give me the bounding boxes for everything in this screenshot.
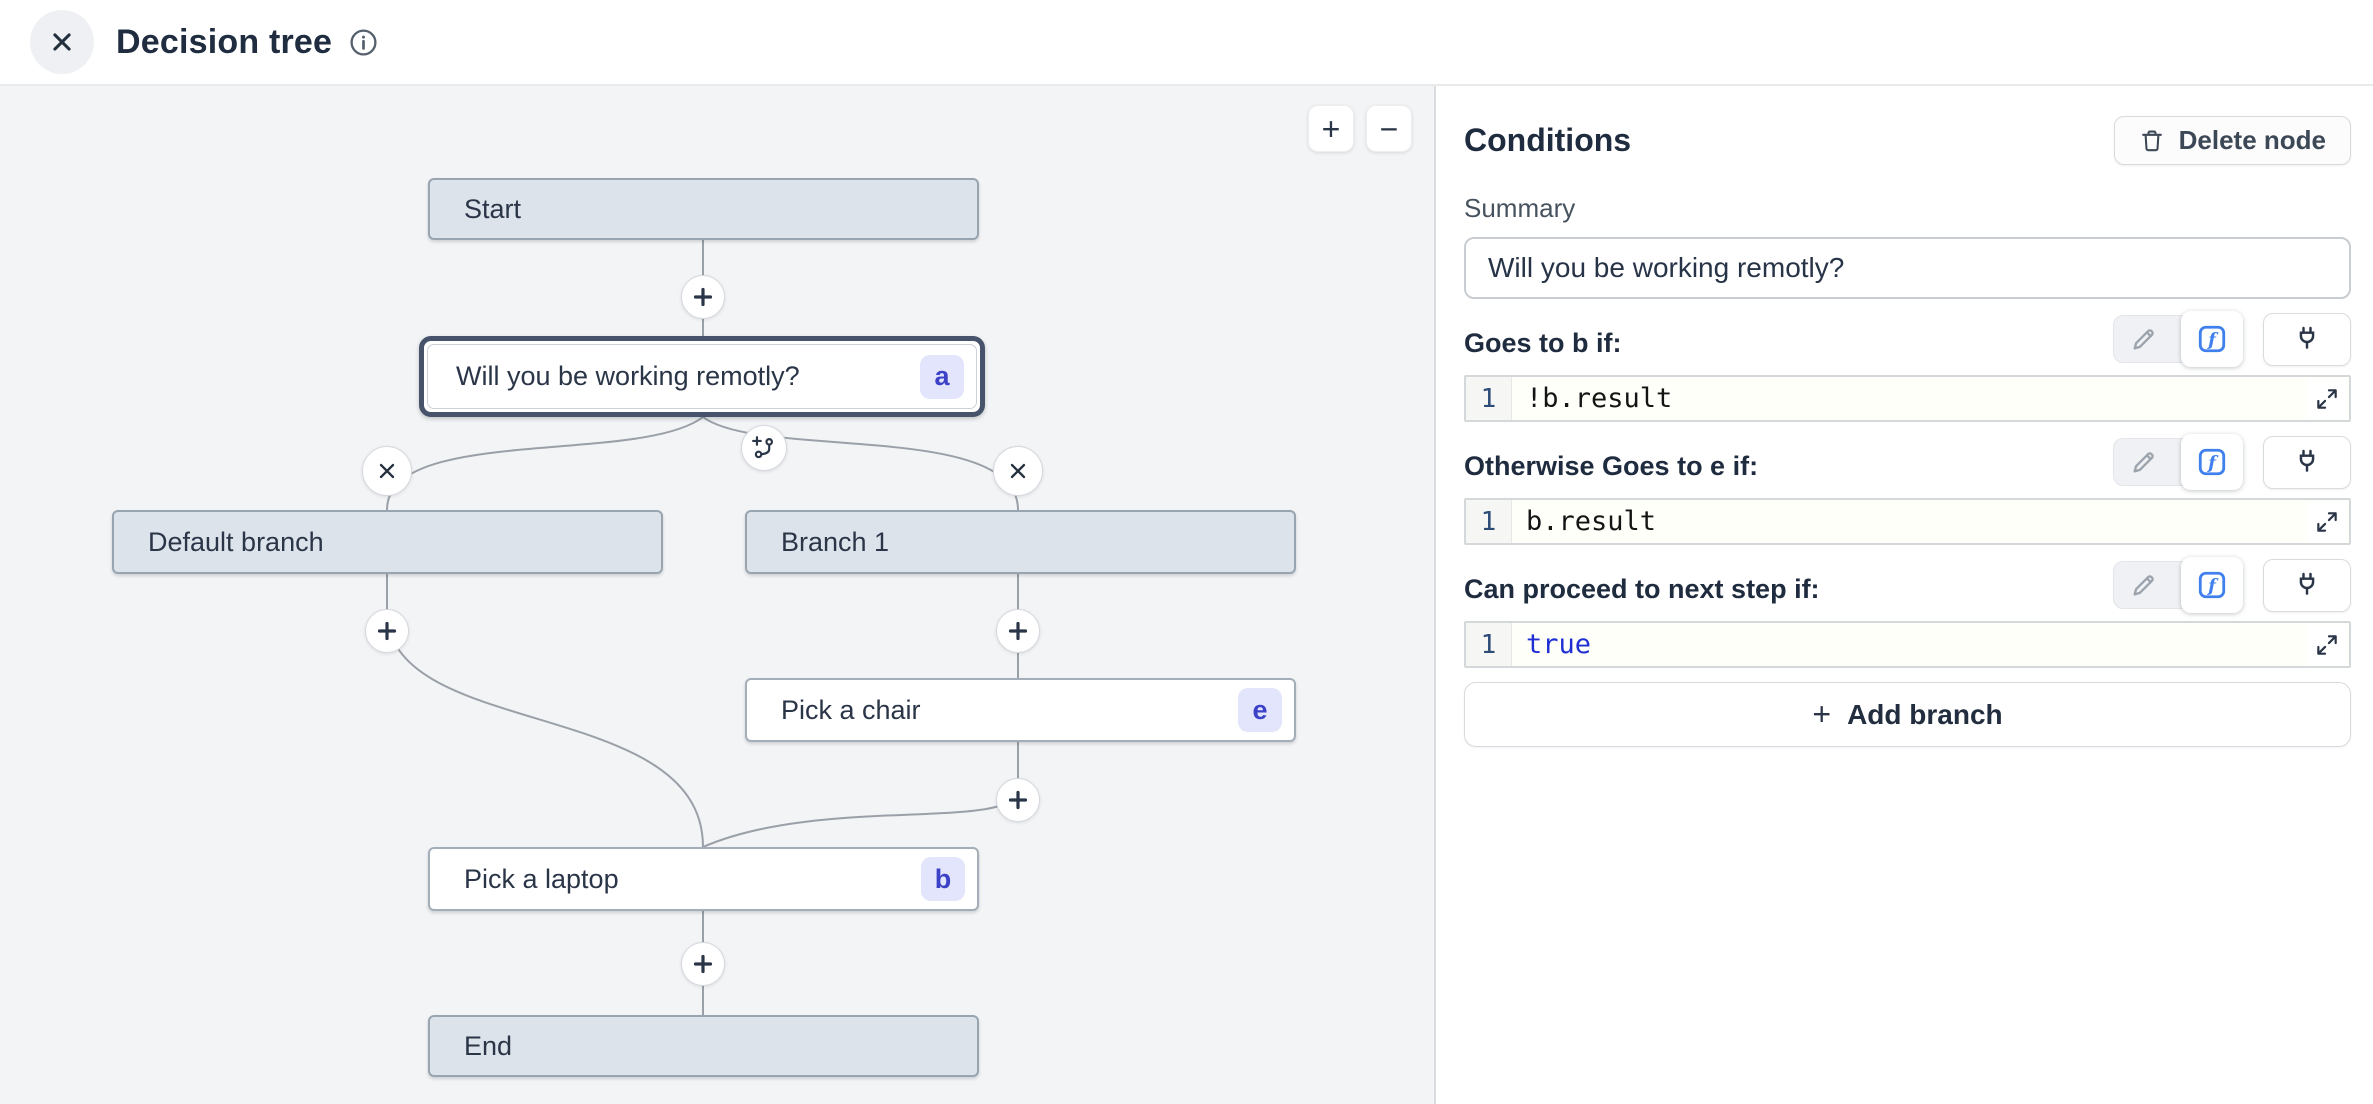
function-icon: f <box>2196 323 2228 355</box>
editor-mode-toggle: f <box>2113 557 2351 613</box>
node-badge: b <box>921 857 965 901</box>
edit-mode-button[interactable] <box>2130 571 2158 599</box>
plug-icon <box>2293 571 2321 599</box>
condition-expression: b.result <box>1526 506 1657 537</box>
node-default-branch[interactable]: Default branch <box>112 510 663 574</box>
remove-branch-button[interactable] <box>993 446 1043 496</box>
info-icon[interactable] <box>348 27 379 58</box>
top-bar: Decision tree <box>0 0 2373 86</box>
condition-expression: true <box>1526 629 1592 660</box>
node-badge: a <box>920 354 964 399</box>
connect-data-button[interactable] <box>2263 558 2351 612</box>
pencil-icon <box>2130 448 2158 476</box>
formula-mode-button[interactable]: f <box>2181 434 2243 490</box>
add-branch-node-button[interactable] <box>741 425 787 471</box>
plus-icon <box>375 619 399 643</box>
connect-data-button[interactable] <box>2263 435 2351 489</box>
add-step-button[interactable] <box>996 609 1040 653</box>
plug-icon <box>2293 448 2321 476</box>
node-label: Pick a chair <box>781 694 921 725</box>
flow-canvas[interactable]: Start Will you be working remotly? a Def… <box>0 86 1436 1104</box>
expand-icon <box>2314 509 2340 535</box>
condition-group-header: Can proceed to next step if: f <box>1464 557 2351 613</box>
formula-mode-button[interactable]: f <box>2181 311 2243 367</box>
node-pick-a-laptop[interactable]: Pick a laptop b <box>428 847 979 911</box>
node-end[interactable]: End <box>428 1015 979 1077</box>
add-step-button[interactable] <box>681 942 725 986</box>
zoom-out-button[interactable]: − <box>1366 105 1412 152</box>
line-number: 1 <box>1466 500 1512 543</box>
node-label: Start <box>464 193 522 224</box>
close-icon <box>45 25 79 59</box>
plus-icon <box>691 952 715 976</box>
expand-icon <box>2314 632 2340 658</box>
node-label: Will you be working remotly? <box>456 361 800 391</box>
add-branch-label: Add branch <box>1847 698 2003 730</box>
function-icon: f <box>2196 446 2228 478</box>
expand-editor-button[interactable] <box>2307 379 2347 419</box>
formula-mode-button[interactable]: f <box>2181 557 2243 613</box>
add-step-button[interactable] <box>681 275 725 319</box>
trash-icon <box>2139 128 2165 154</box>
svg-text:f: f <box>2206 452 2219 473</box>
x-icon <box>1007 460 1029 482</box>
condition-label: Otherwise Goes to e if: <box>1464 451 1759 481</box>
pencil-icon <box>2130 571 2158 599</box>
node-branch-1[interactable]: Branch 1 <box>745 510 1296 574</box>
svg-text:f: f <box>2206 329 2219 350</box>
node-pick-a-chair[interactable]: Pick a chair e <box>745 678 1296 742</box>
summary-input[interactable] <box>1464 237 2351 299</box>
line-number: 1 <box>1466 623 1512 666</box>
zoom-in-button[interactable]: + <box>1308 105 1354 152</box>
add-step-button[interactable] <box>996 778 1040 822</box>
plug-icon <box>2293 325 2321 353</box>
line-number: 1 <box>1466 377 1512 420</box>
node-badge: e <box>1238 688 1282 732</box>
zoom-controls: + − <box>1308 105 1412 152</box>
node-label: Branch 1 <box>781 526 890 557</box>
condition-expression: !b.result <box>1526 383 1673 414</box>
editor-mode-toggle: f <box>2113 434 2351 490</box>
node-label: Pick a laptop <box>464 863 619 894</box>
expand-editor-button[interactable] <box>2307 625 2347 665</box>
close-button[interactable] <box>30 10 94 74</box>
plus-icon <box>1006 619 1030 643</box>
edit-mode-button[interactable] <box>2130 325 2158 353</box>
condition-code-editor[interactable]: 1 true <box>1464 621 2351 668</box>
condition-code-editor[interactable]: 1 b.result <box>1464 498 2351 545</box>
plus-icon <box>691 285 715 309</box>
condition-label: Goes to b if: <box>1464 328 1622 358</box>
branch-plus-icon <box>751 435 777 461</box>
node-label: End <box>464 1030 513 1061</box>
condition-group-header: Otherwise Goes to e if: f <box>1464 434 2351 490</box>
condition-label: Can proceed to next step if: <box>1464 574 1820 604</box>
connect-data-button[interactable] <box>2263 312 2351 366</box>
delete-node-label: Delete node <box>2178 125 2326 155</box>
add-branch-button[interactable]: + Add branch <box>1464 682 2351 747</box>
condition-group-header: Goes to b if: f <box>1464 311 2351 367</box>
plus-icon <box>1006 788 1030 812</box>
function-icon: f <box>2196 569 2228 601</box>
node-question-selected[interactable]: Will you be working remotly? a <box>419 336 985 417</box>
plus-icon: + <box>1812 696 1832 732</box>
x-icon <box>376 460 398 482</box>
svg-text:f: f <box>2206 575 2219 596</box>
panel-title: Conditions <box>1464 122 1632 158</box>
delete-node-button[interactable]: Delete node <box>2113 116 2351 165</box>
conditions-panel: Conditions Delete node Summary Goes to b… <box>1436 86 2373 1104</box>
pencil-icon <box>2130 325 2158 353</box>
node-start[interactable]: Start <box>428 178 979 240</box>
expand-icon <box>2314 386 2340 412</box>
edit-mode-button[interactable] <box>2130 448 2158 476</box>
page-title: Decision tree <box>116 22 333 61</box>
expand-editor-button[interactable] <box>2307 502 2347 542</box>
node-label: Default branch <box>148 526 324 557</box>
add-step-button[interactable] <box>365 609 409 653</box>
summary-label: Summary <box>1464 193 1576 223</box>
remove-branch-button[interactable] <box>362 446 412 496</box>
editor-mode-toggle: f <box>2113 311 2351 367</box>
condition-code-editor[interactable]: 1 !b.result <box>1464 375 2351 422</box>
